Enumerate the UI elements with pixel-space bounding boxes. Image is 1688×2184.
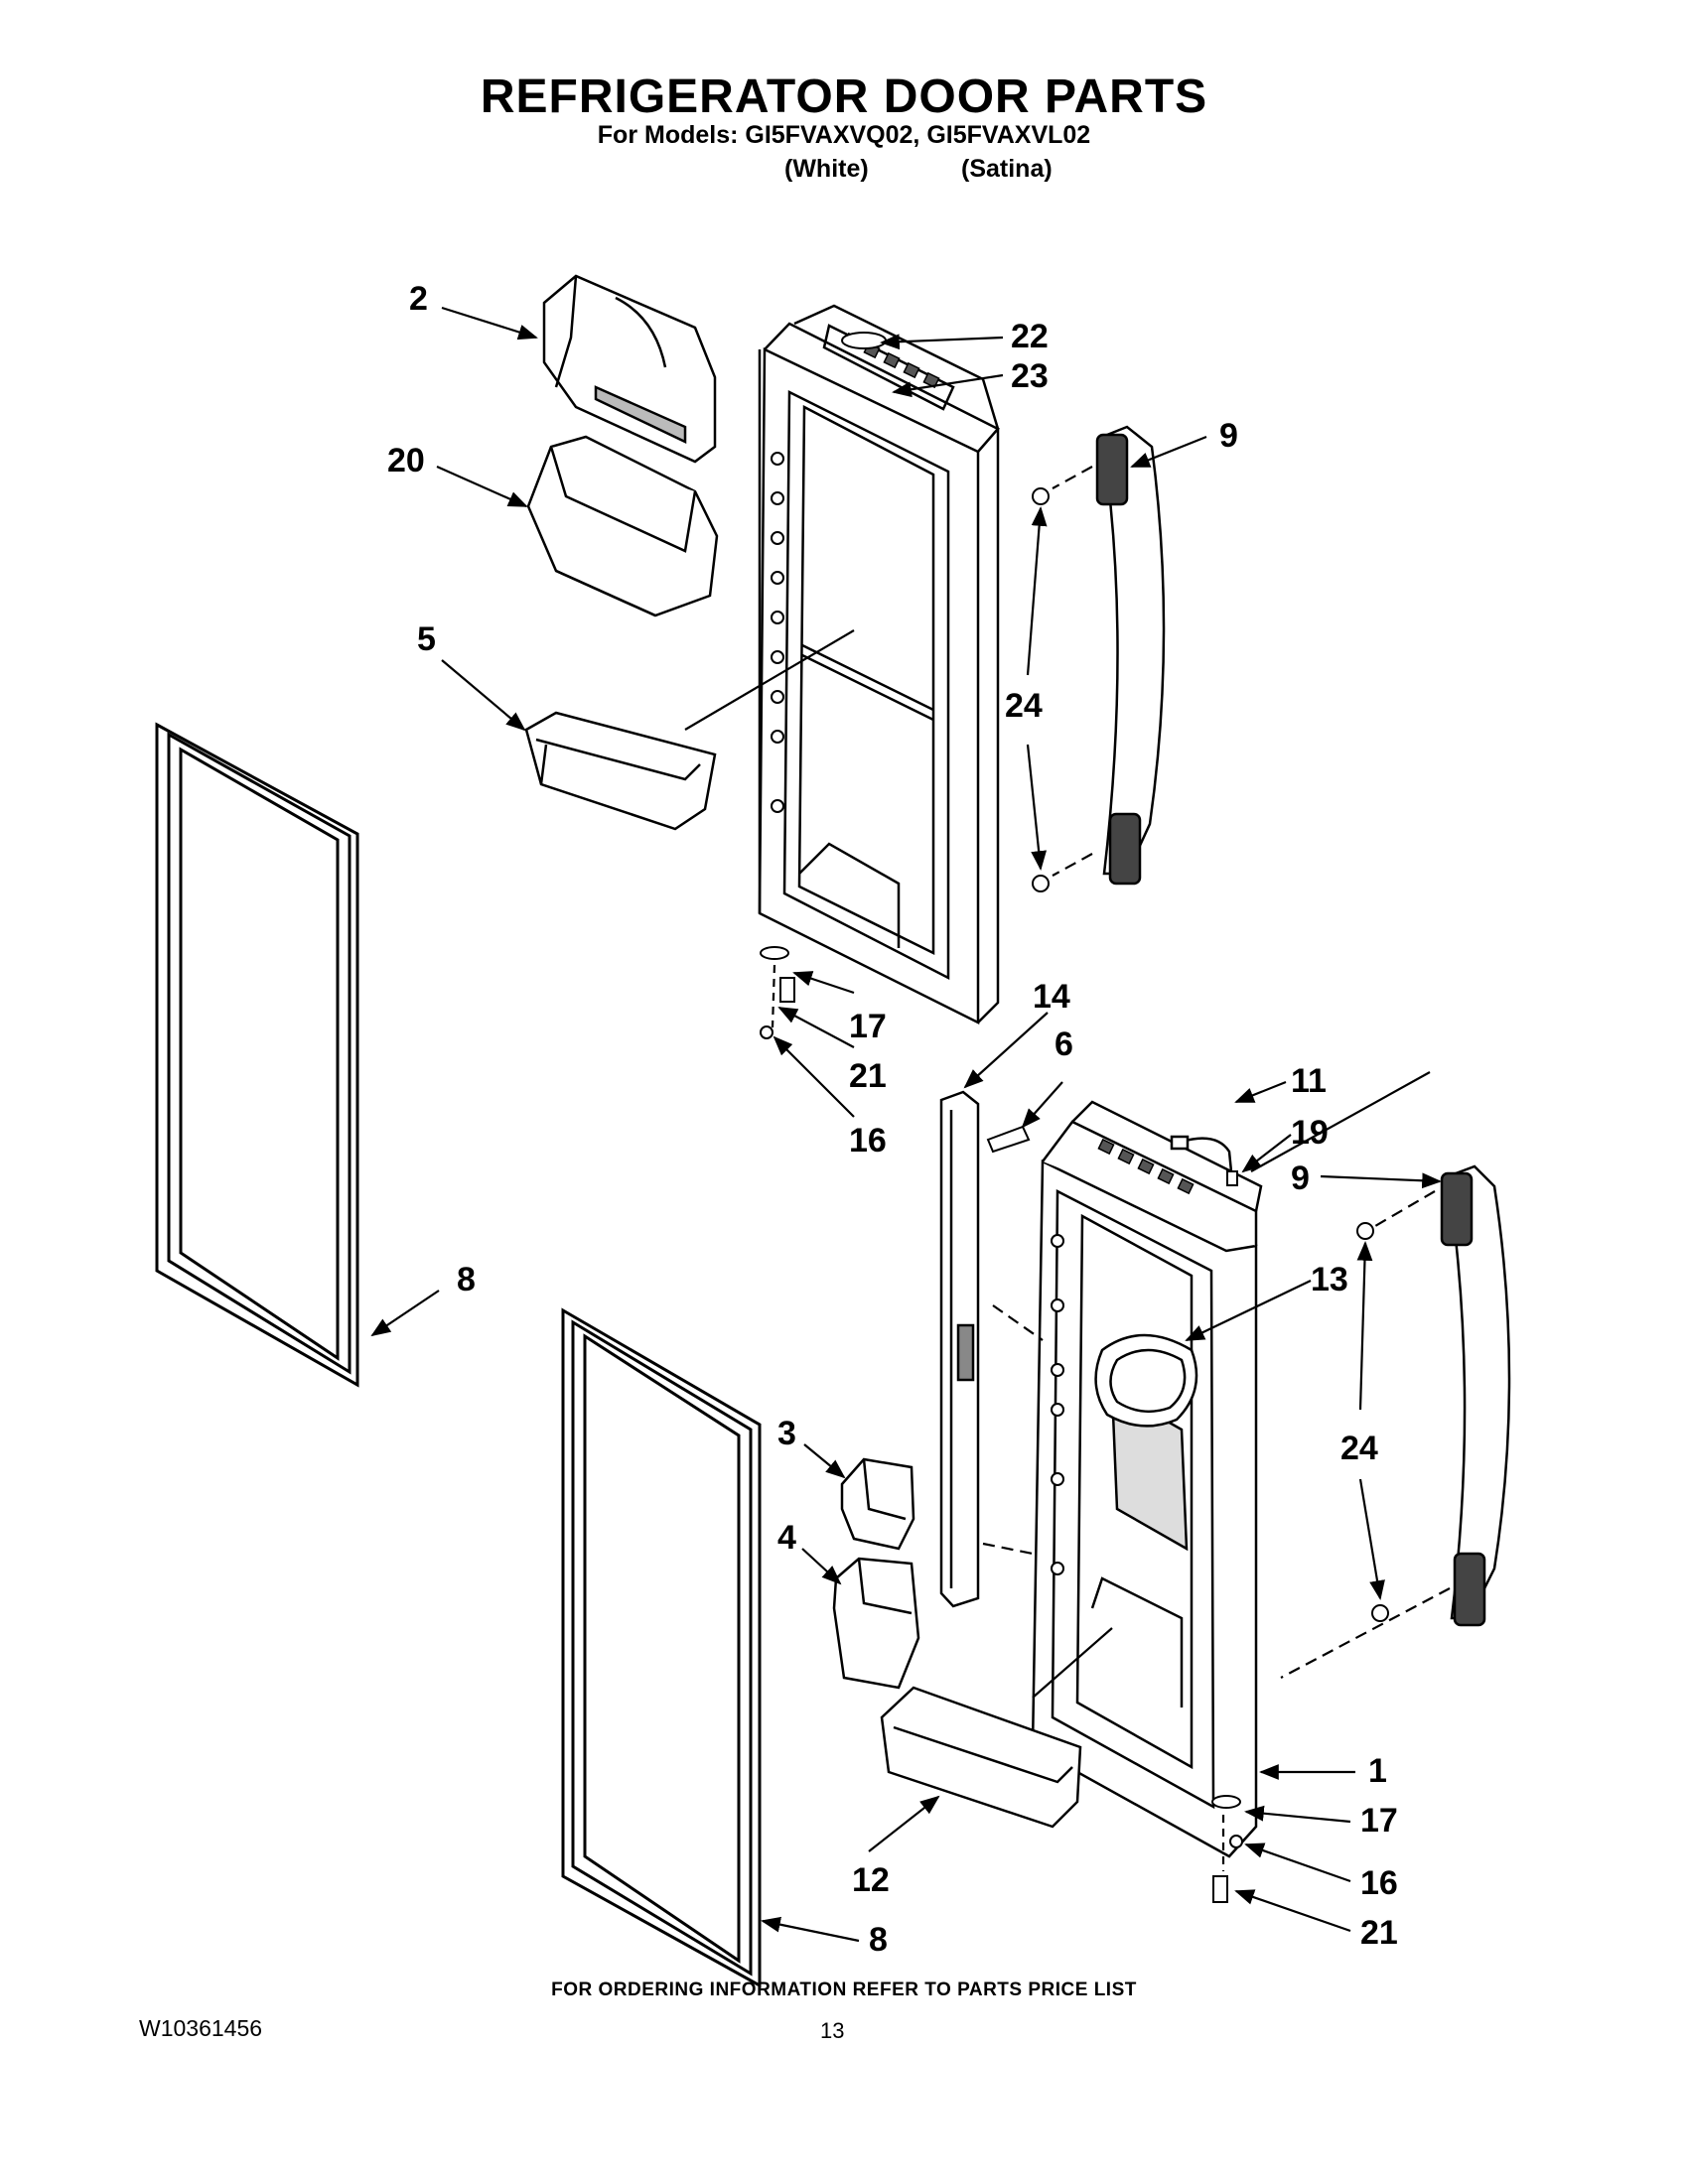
page-title: REFRIGERATOR DOOR PARTS	[480, 70, 1208, 123]
callout-12: 12	[852, 1861, 890, 1899]
callout-24-lower: 24	[1340, 1430, 1378, 1467]
part-4-door-bin	[832, 1557, 920, 1690]
callout-8-lower: 8	[869, 1921, 888, 1959]
callout-24-upper: 24	[1005, 687, 1043, 725]
callout-4: 4	[777, 1519, 796, 1557]
part-12-door-bin	[880, 1686, 1082, 1829]
callout-21-lower: 21	[1360, 1914, 1398, 1952]
part-8-lower-gasket	[561, 1307, 762, 1988]
callout-labels: 2 20 5 22 23 9 24 17 21 16 14 6 11 19 9 …	[387, 280, 1398, 1959]
callout-22: 22	[1011, 318, 1049, 355]
upper-door-shelf-clips	[771, 452, 784, 813]
lower-hinge-hardware	[1211, 1795, 1243, 1903]
part-13-ice-chute	[1094, 1333, 1198, 1428]
part-8-upper-gasket	[155, 722, 359, 1388]
part-5-door-bin	[524, 711, 717, 831]
callout-13: 13	[1311, 1261, 1348, 1298]
callout-6: 6	[1055, 1025, 1073, 1063]
part-9-lower-handle	[1440, 1164, 1511, 1627]
part-6-screw	[986, 1125, 1031, 1154]
handle-screw-lower-bottom	[1371, 1604, 1389, 1622]
part-19-fitting	[1226, 1170, 1238, 1186]
part-22-cap	[841, 332, 887, 349]
callout-21-upper: 21	[849, 1057, 887, 1095]
callout-16-lower: 16	[1360, 1864, 1398, 1902]
callout-20: 20	[387, 442, 425, 479]
color-label-satina: (Satina)	[961, 155, 1053, 183]
callout-16-upper: 16	[849, 1122, 887, 1160]
part-3-door-bin	[840, 1457, 915, 1551]
callout-23: 23	[1011, 357, 1049, 395]
lower-door-shelf-clips	[1051, 1234, 1064, 1575]
callout-17-lower: 17	[1360, 1802, 1398, 1840]
part-11-water-tube	[1170, 1135, 1233, 1172]
upper-door-liner	[758, 304, 1000, 1025]
part-2-dairy-door	[542, 274, 717, 464]
handle-screw-lower-top	[1356, 1222, 1374, 1240]
callout-3: 3	[777, 1415, 796, 1452]
callout-1: 1	[1368, 1752, 1387, 1790]
models-line: For Models: GI5FVAXVQ02, GI5FVAXVL02	[597, 121, 1091, 149]
color-label-white: (White)	[784, 155, 869, 183]
handle-screw-upper-top	[1032, 487, 1050, 505]
upper-hinge-hardware	[760, 946, 795, 1039]
callout-9-lower: 9	[1291, 1160, 1310, 1197]
page-number: 13	[820, 2018, 845, 2043]
leader-lines	[370, 306, 1451, 1943]
callout-11: 11	[1291, 1062, 1327, 1100]
callout-2: 2	[409, 280, 428, 318]
part-14-door-trim	[939, 1090, 980, 1608]
part-20-dairy-bin	[526, 435, 719, 617]
handle-screw-upper-bottom	[1032, 875, 1050, 892]
callout-14: 14	[1033, 978, 1070, 1016]
part-9-upper-handle	[1095, 425, 1166, 886]
callout-5: 5	[417, 620, 436, 658]
callout-8-upper: 8	[457, 1261, 476, 1298]
callout-9-upper: 9	[1219, 417, 1238, 455]
document-number: W10361456	[139, 2015, 263, 2041]
lower-door-top-vents	[1097, 1138, 1195, 1195]
callout-17-upper: 17	[849, 1008, 887, 1045]
ordering-note: FOR ORDERING INFORMATION REFER TO PARTS …	[551, 1979, 1137, 2000]
callout-19: 19	[1291, 1114, 1329, 1152]
